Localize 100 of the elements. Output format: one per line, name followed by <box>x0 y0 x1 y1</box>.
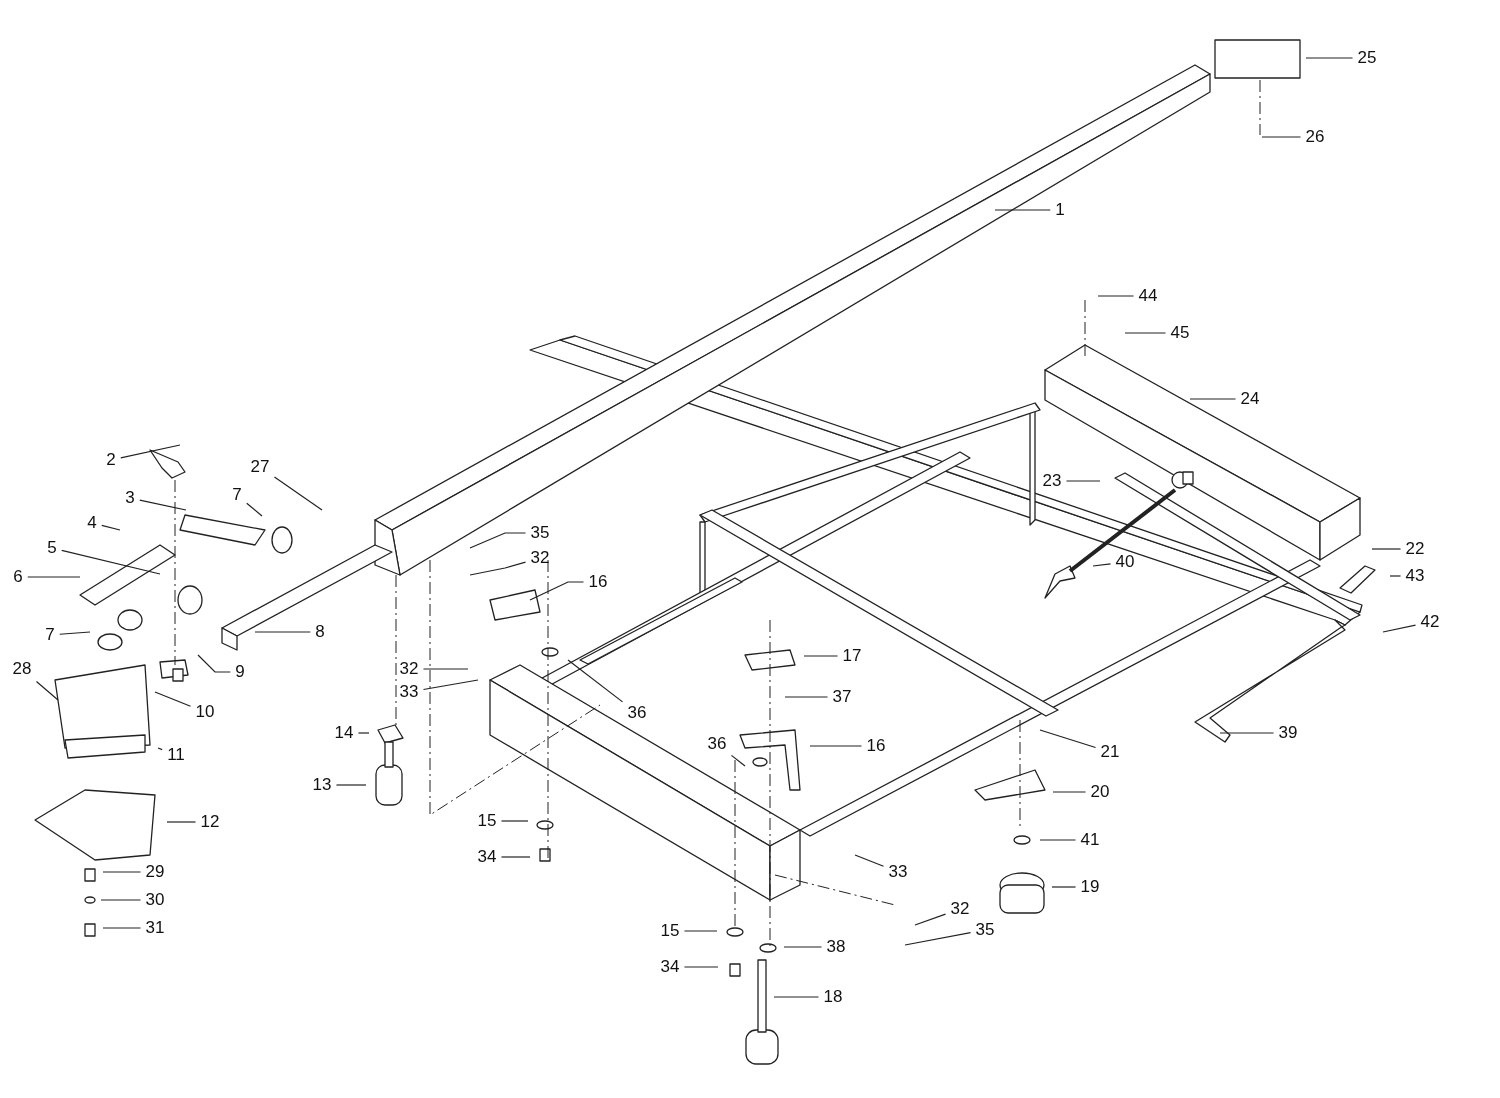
callout-number: 11 <box>167 745 185 765</box>
callout-number: 29 <box>145 862 165 882</box>
callout-number: 35 <box>530 523 550 543</box>
callout-number: 7 <box>45 625 55 645</box>
callout-number: 24 <box>1240 389 1260 409</box>
callout-number: 22 <box>1405 539 1425 559</box>
leader-line <box>500 856 531 858</box>
callout-number: 42 <box>1420 612 1440 632</box>
callout-number: 27 <box>250 457 270 477</box>
leader-line <box>101 524 121 531</box>
callout-number: 2 <box>106 450 116 470</box>
callout-number: 13 <box>312 775 332 795</box>
callout-number: 35 <box>975 920 995 940</box>
leader-line <box>529 581 585 601</box>
leader-line <box>1039 729 1097 749</box>
callout-number: 12 <box>200 812 220 832</box>
leader-line <box>803 655 839 657</box>
leader-line <box>1305 57 1354 59</box>
leader-line <box>1389 575 1402 577</box>
callout-number: 15 <box>477 811 497 831</box>
callout-number: 36 <box>707 734 727 754</box>
leader-line <box>246 502 263 517</box>
leader-line <box>994 209 1051 211</box>
leader-line <box>102 927 142 929</box>
leader-line <box>904 932 972 946</box>
callout-number: 30 <box>145 890 165 910</box>
leader-line <box>1371 548 1402 550</box>
leader-line <box>422 679 479 691</box>
leader-line <box>61 549 161 575</box>
leader-line <box>197 654 231 673</box>
callout-number: 20 <box>1090 782 1110 802</box>
callout-number: 19 <box>1080 877 1100 897</box>
callout-number: 31 <box>145 918 165 938</box>
leader-line <box>157 747 163 751</box>
callout-number: 10 <box>195 702 215 722</box>
callout-number: 40 <box>1115 552 1135 572</box>
callout-number: 38 <box>826 937 846 957</box>
leader-line <box>730 754 746 767</box>
callout-number: 45 <box>1170 323 1190 343</box>
leader-line <box>335 784 367 786</box>
leader-line <box>469 532 527 549</box>
leader-line <box>1382 624 1417 633</box>
leader-line <box>1189 398 1237 400</box>
callout-number: 32 <box>950 899 970 919</box>
callout-number: 34 <box>660 957 680 977</box>
callout-number: 32 <box>399 659 419 679</box>
leader-line <box>254 631 311 633</box>
leader-line <box>784 696 829 698</box>
leader-line <box>35 680 59 701</box>
leader-line <box>1097 295 1135 297</box>
leader-line <box>683 966 719 968</box>
leader-line <box>1052 791 1087 793</box>
leader-line <box>100 899 142 901</box>
leader-line <box>166 821 197 823</box>
leader-line <box>1219 732 1275 734</box>
leader-line <box>1261 136 1302 138</box>
callout-number: 21 <box>1100 742 1120 762</box>
callout-number: 1 <box>1055 200 1065 220</box>
callout-number: 16 <box>588 572 608 592</box>
callout-number: 7 <box>232 485 242 505</box>
leader-line <box>914 913 947 926</box>
callout-number: 16 <box>866 736 886 756</box>
callout-number: 26 <box>1305 127 1325 147</box>
leader-line <box>469 561 527 576</box>
callout-number: 23 <box>1042 471 1062 491</box>
callout-number: 8 <box>315 622 325 642</box>
callout-number: 37 <box>832 687 852 707</box>
leader-line <box>154 691 192 707</box>
leader-line <box>102 871 142 873</box>
leader-line <box>422 668 469 670</box>
leader-line <box>1124 332 1167 334</box>
leader-line <box>273 476 323 511</box>
leader-line <box>773 996 820 998</box>
callout-number: 44 <box>1138 286 1158 306</box>
callout-number: 3 <box>125 488 135 508</box>
callout-number: 9 <box>235 662 245 682</box>
callout-number: 33 <box>399 682 419 702</box>
callout-number: 6 <box>13 567 23 587</box>
callout-number: 34 <box>477 847 497 867</box>
callout-number: 14 <box>334 723 354 743</box>
leader-line <box>139 499 187 511</box>
leader-line <box>500 820 529 822</box>
leader-line <box>1092 563 1112 567</box>
callout-number: 28 <box>12 659 32 679</box>
callout-number: 43 <box>1405 566 1425 586</box>
leader-line <box>59 631 91 635</box>
leader-line <box>1051 886 1077 888</box>
callout-number: 4 <box>87 513 97 533</box>
leader-line <box>854 854 885 867</box>
callout-number: 5 <box>47 538 57 558</box>
leader-line <box>357 732 370 734</box>
callout-number: 15 <box>660 921 680 941</box>
leader-line <box>27 576 81 578</box>
callout-number: 17 <box>842 646 862 666</box>
callout-number: 41 <box>1080 830 1100 850</box>
callout-number: 39 <box>1278 723 1298 743</box>
leader-line <box>120 444 181 459</box>
leader-line <box>1039 839 1077 841</box>
leader-line <box>567 659 624 703</box>
callout-number: 18 <box>823 987 843 1007</box>
